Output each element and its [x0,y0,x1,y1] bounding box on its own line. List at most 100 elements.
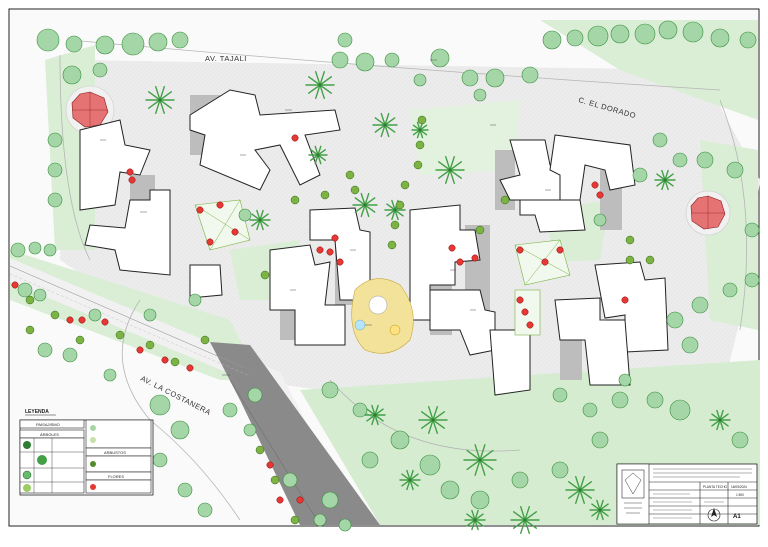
tree-icon [587,25,609,47]
tree-icon [672,152,688,168]
building-d [409,204,481,321]
tree-icon [222,402,238,418]
tree-icon [321,381,339,399]
shrub-icon [75,335,85,345]
palm-tree-icon [654,169,676,191]
palm-tree-icon [372,112,398,138]
flower-icon [216,201,224,209]
shrub-icon [115,330,125,340]
shrub-icon [50,310,60,320]
flower-icon [591,181,599,189]
tree-icon [744,272,760,288]
legend-arboles: ÁRBOLES [40,432,59,437]
tree-icon [152,452,168,468]
flower-icon [126,168,134,176]
tree-icon [361,451,379,469]
palm-tree-icon [589,499,611,521]
tree-icon [170,420,190,440]
palm-tree-icon [305,70,335,100]
tree-icon [37,342,53,358]
flower-icon [266,461,274,469]
flower-icon [516,296,524,304]
flower-icon [471,254,479,262]
flower-icon [296,496,304,504]
flower-icon [448,244,456,252]
tree-icon [17,282,33,298]
shrub-icon [475,225,485,235]
tree-icon [247,387,263,403]
building-a [79,119,151,211]
shrub-icon [290,195,300,205]
palm-tree-icon [145,85,175,115]
title-block: PLANTA TECHO 16/05/2024 1:500 A1 [616,463,758,525]
shrub-icon [345,170,355,180]
tree-icon [143,308,157,322]
title-block-scale: 1:500 [736,493,744,497]
tree-icon [355,52,375,72]
tree-icon [188,293,202,307]
tree-icon [473,88,487,102]
flower-icon [621,296,629,304]
tree-icon [634,23,656,45]
flower-icon [66,316,74,324]
tree-icon [430,48,450,68]
tree-icon [47,192,63,208]
north-arrow-icon [707,508,721,522]
tree-icon [722,282,738,298]
flower-icon [336,258,344,266]
tree-icon [243,423,257,437]
flower-icon [521,308,529,316]
tree-icon [681,336,699,354]
palm-tree-icon [249,209,271,231]
building-e2 [549,134,636,201]
flower-icon [186,364,194,372]
tree-icon [321,491,339,509]
tree-icon [591,431,609,449]
tree-icon [731,431,749,449]
title-block-sheet-name: PLANTA TECHO [703,485,727,489]
tree-icon [171,31,189,49]
shrub-icon [625,235,635,245]
legend-arbustos: ARBUSTOS [104,450,126,455]
tree-icon [461,69,479,87]
tree-icon [744,222,760,238]
tree-icon [43,243,57,257]
building-c [269,244,346,346]
shrub-icon [417,115,427,125]
tree-icon [47,162,63,178]
vegetation-layer [10,20,760,534]
tree-icon [197,502,213,518]
gazebo-left [65,85,115,135]
flower-icon [11,281,19,289]
flower-icon [196,206,204,214]
tree-icon [726,161,744,179]
shrub-icon [350,185,360,195]
flower-icon [161,356,169,364]
shrub-icon [413,160,423,170]
tree-icon [10,242,26,258]
tree-icon [103,368,117,382]
plan-annotations [100,59,606,376]
shrub-icon [200,335,210,345]
palm-tree-icon [308,145,328,165]
tree-icon [28,241,42,255]
tree-icon [92,62,108,78]
palm-tree-icon [464,509,486,531]
tree-icon [62,347,78,363]
tree-icon [669,399,691,421]
flower-icon [516,246,524,254]
flower-icon [596,191,604,199]
title-block-date: 16/05/2024 [731,485,747,489]
tree-icon [440,480,460,500]
tree-icon [88,308,102,322]
shrub-icon [290,515,300,525]
palm-tree-icon [418,406,448,434]
flower-icon [78,316,86,324]
tree-icon [696,151,714,169]
tree-icon [331,51,349,69]
shrub-icon [270,475,280,485]
tree-icon [47,132,63,148]
building-f2 [554,297,631,386]
legend-flores: FLORES [108,474,124,479]
